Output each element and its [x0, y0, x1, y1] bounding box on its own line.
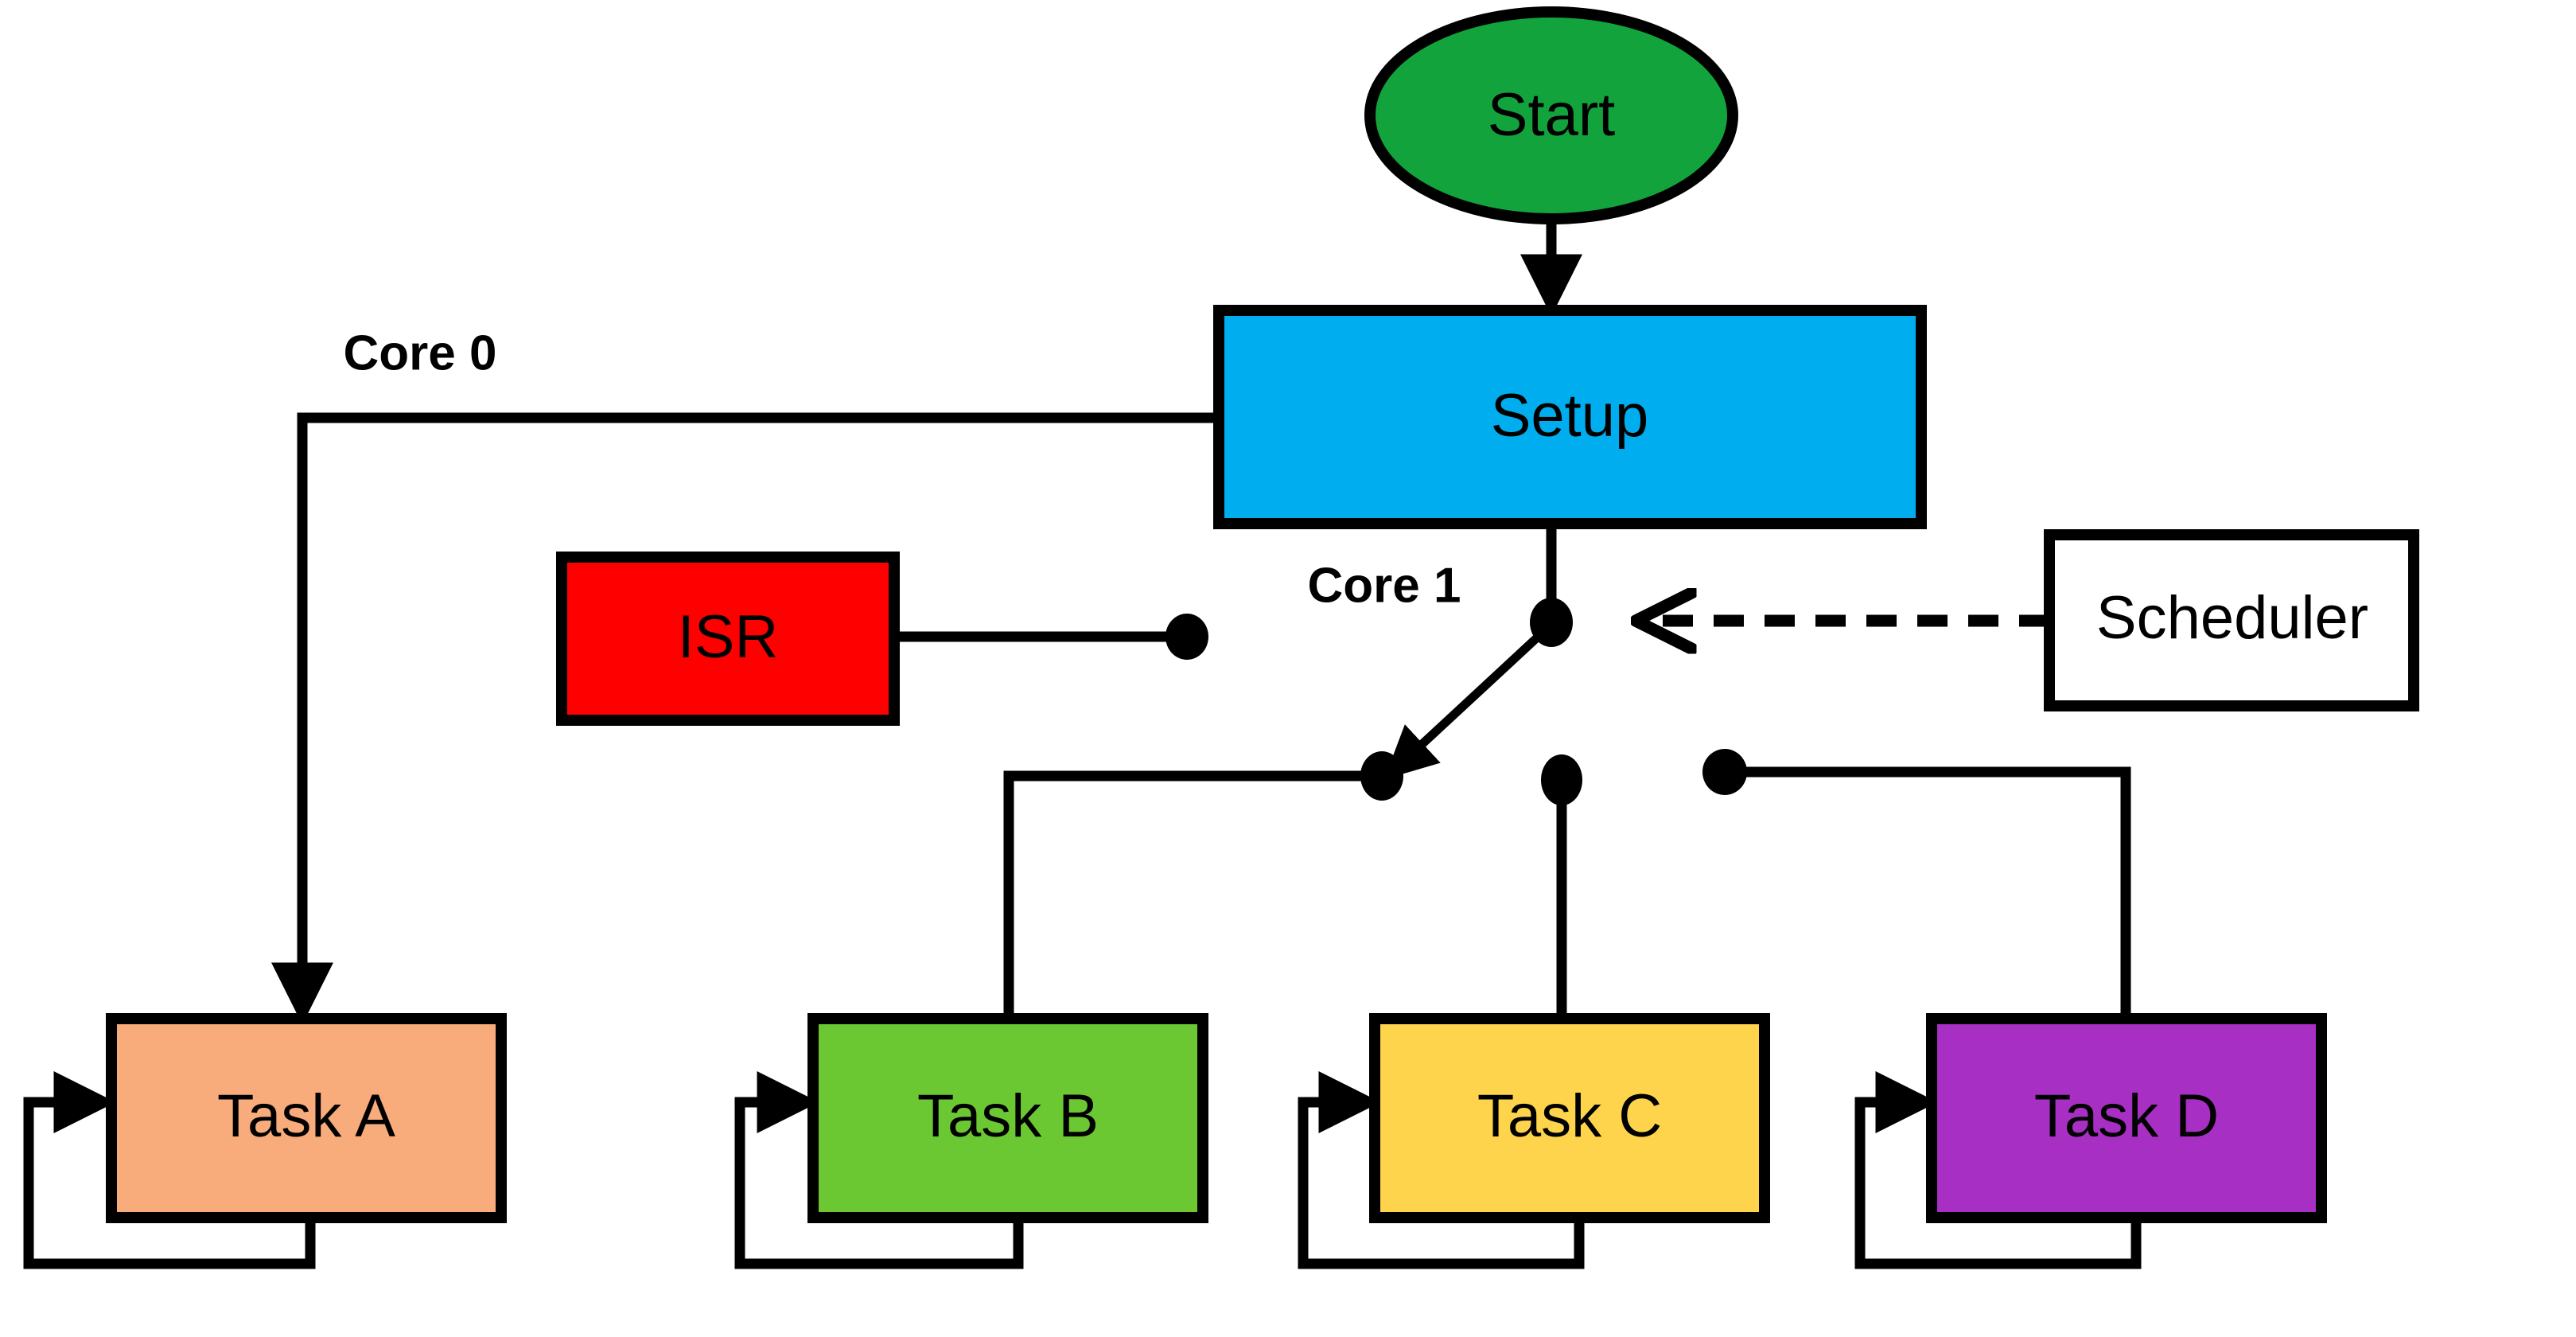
- edge-task-d-rail: [1725, 766, 2131, 1023]
- edge-task-b-self-loop: [734, 1071, 1024, 1269]
- task-a-label: Task A: [217, 1082, 395, 1150]
- start-label: Start: [1488, 81, 1616, 149]
- edge-setup-to-task-a: [271, 412, 1219, 1025]
- edge-task-c-self-loop: [1298, 1071, 1585, 1269]
- edge-task-a-self-loop: [23, 1071, 316, 1269]
- node-setup[interactable]: Setup: [1213, 305, 1927, 529]
- start-ellipse-shape: [1364, 6, 1738, 224]
- edge-core1-to-task-b-rail: [1383, 626, 1548, 780]
- task-d-label: Task D: [2034, 1082, 2219, 1150]
- node-start[interactable]: Start: [1364, 6, 1738, 224]
- node-isr[interactable]: ISR: [556, 552, 900, 726]
- task-c-label: Task C: [1477, 1082, 1662, 1150]
- node-task-c[interactable]: Task C: [1369, 1013, 1770, 1223]
- node-scheduler[interactable]: Scheduler: [2044, 529, 2419, 711]
- task-b-label: Task B: [917, 1082, 1099, 1150]
- task-b-rail-dot: [1360, 751, 1403, 801]
- scheduler-rect-shape: [2044, 529, 2419, 711]
- task-a-rect-shape: [106, 1013, 507, 1223]
- node-task-a[interactable]: Task A: [106, 1013, 507, 1223]
- setup-rect-shape: [1213, 305, 1927, 529]
- node-task-d[interactable]: Task D: [1926, 1013, 2327, 1223]
- setup-label: Setup: [1491, 382, 1649, 450]
- core-1-edge-label: Core 1: [1308, 558, 1461, 613]
- isr-label: ISR: [678, 603, 779, 671]
- scheduler-label: Scheduler: [2096, 584, 2368, 652]
- task-c-rect-shape: [1369, 1013, 1770, 1223]
- isr-rect-shape: [556, 552, 900, 726]
- task-b-rect-shape: [807, 1013, 1208, 1223]
- task-c-rail-dot: [1541, 754, 1582, 805]
- core-0-edge-label: Core 0: [344, 325, 497, 380]
- core1-junction-dot: [1530, 598, 1573, 647]
- task-d-rect-shape: [1926, 1013, 2327, 1223]
- task-d-rail-dot: [1702, 749, 1747, 795]
- isr-endpoint-dot: [1165, 614, 1208, 660]
- edge-task-b-rail: [1003, 770, 1385, 1023]
- edge-task-d-self-loop: [1854, 1071, 2142, 1269]
- node-task-b[interactable]: Task B: [807, 1013, 1208, 1223]
